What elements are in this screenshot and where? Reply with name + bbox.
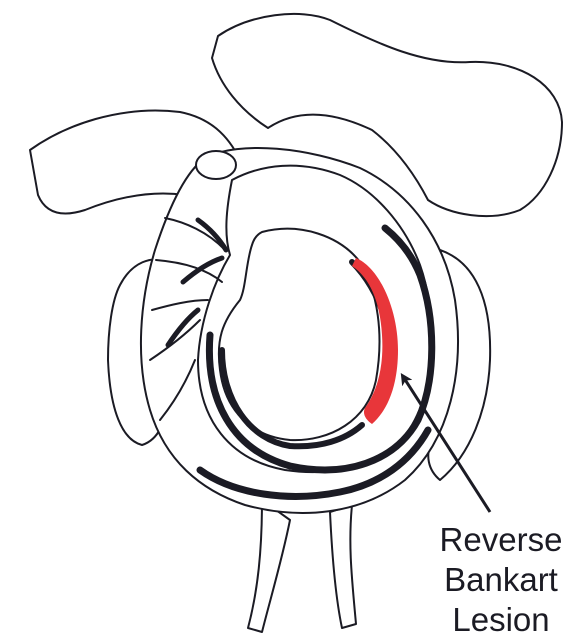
callout-line-2: Bankart [430,560,572,600]
lesion-callout-label: Reverse Bankart Lesion [430,520,572,640]
scapula-neck [248,500,290,632]
scapula-neck-right [330,505,356,628]
callout-line-3: Lesion [430,600,572,640]
coracoid-tip [196,151,236,179]
callout-line-1: Reverse [430,520,572,560]
